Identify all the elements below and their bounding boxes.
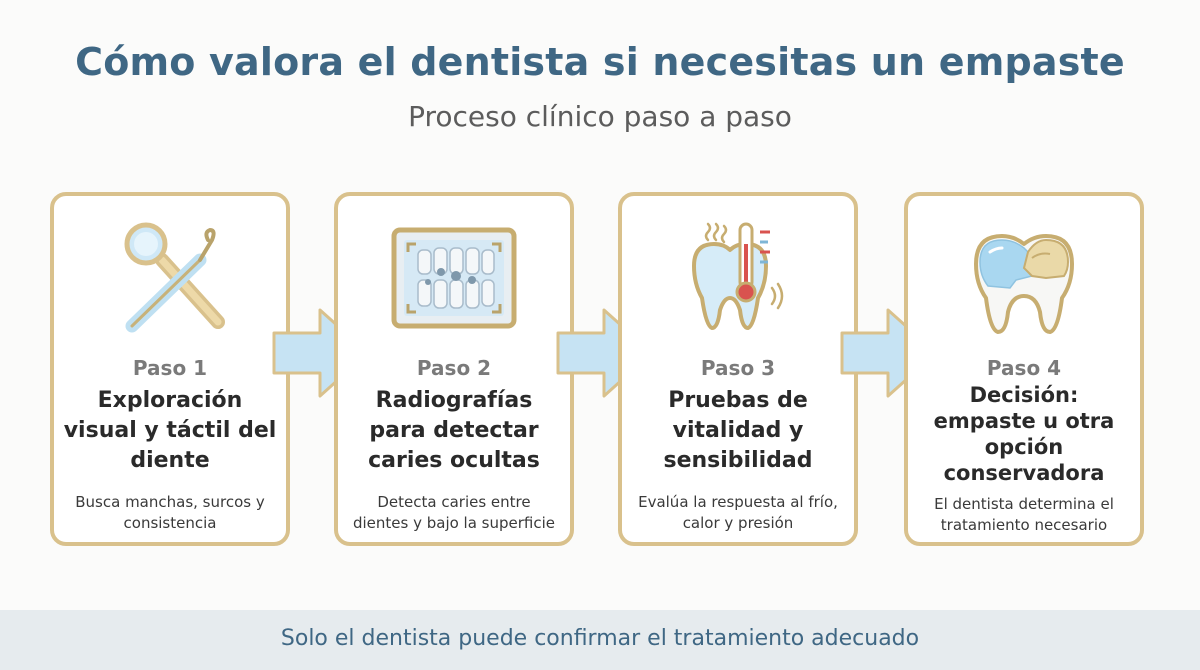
step-description: El dentista determina el tratamiento nec… bbox=[934, 495, 1114, 534]
xray-icon bbox=[391, 227, 517, 329]
step-description: Evalúa la respuesta al frío, calor y pre… bbox=[638, 493, 838, 532]
step-description: Detecta caries entre dientes y bajo la s… bbox=[352, 493, 556, 532]
step-description: Busca manchas, surcos y consistencia bbox=[75, 493, 265, 532]
step-card-3: Paso 3 Pruebas de vitalidad y sensibilid… bbox=[618, 192, 858, 546]
step-number: Paso 1 bbox=[132, 356, 208, 380]
step-number: Paso 2 bbox=[416, 356, 492, 380]
footer-note: Solo el dentista puede confirmar el trat… bbox=[280, 626, 920, 651]
step-heading: Decisión: empaste u otra opción conserva… bbox=[933, 383, 1115, 485]
step-number: Paso 3 bbox=[700, 356, 776, 380]
filled-tooth-icon bbox=[974, 234, 1074, 334]
step-heading: Exploración visual y táctil del diente bbox=[63, 388, 277, 473]
step-heading: Pruebas de vitalidad y sensibilidad bbox=[663, 388, 813, 473]
step-card-4: Paso 4 Decisión: empaste u otra opción c… bbox=[904, 192, 1144, 546]
tooth-thermometer-icon bbox=[692, 222, 784, 330]
mirror-probe-icon bbox=[124, 222, 225, 333]
footer-banner: Solo el dentista puede confirmar el trat… bbox=[0, 610, 1200, 670]
step-card-1: Paso 1 Exploración visual y táctil del d… bbox=[50, 192, 290, 546]
page-title: Cómo valora el dentista si necesitas un … bbox=[75, 40, 1125, 84]
step-heading: Radiografías para detectar caries oculta… bbox=[368, 388, 540, 473]
step-number: Paso 4 bbox=[986, 356, 1062, 380]
step-card-2: Paso 2 Radiografías para detectar caries… bbox=[334, 192, 574, 546]
page-subtitle: Proceso clínico paso a paso bbox=[408, 100, 792, 133]
